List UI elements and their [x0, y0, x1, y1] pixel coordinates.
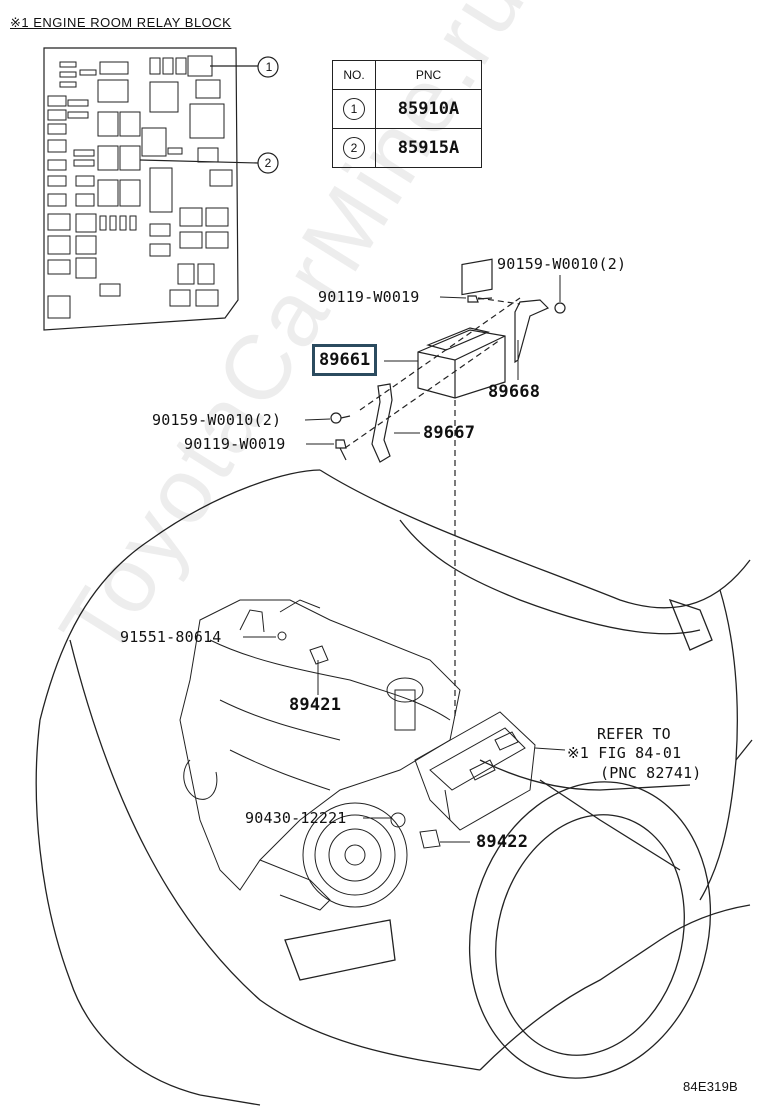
- car-body: [35, 469, 753, 1106]
- part-89668[interactable]: 89668: [488, 382, 541, 402]
- col-pnc-header: PNC: [375, 60, 482, 90]
- ecu-89661: [417, 258, 506, 399]
- figure-code: 84E319B: [683, 1079, 738, 1094]
- part-90119-top[interactable]: 90119-W0019: [318, 288, 420, 306]
- part-91551[interactable]: 91551-80614: [120, 628, 222, 646]
- bracket-89667: [371, 383, 393, 463]
- callout-1-circle: [257, 56, 279, 78]
- part-90159-top[interactable]: 90159-W0010(2): [497, 255, 627, 273]
- leader-lines: [243, 275, 566, 843]
- row-number-circle: 2: [343, 137, 365, 159]
- callout-2-label: 2: [264, 156, 272, 170]
- refer-line-3: (PNC 82741): [600, 764, 702, 782]
- callout-2-leader: [139, 159, 259, 164]
- bolt-icons: [330, 295, 566, 461]
- relay-block-outline: [43, 47, 239, 331]
- part-90119-left[interactable]: 90119-W0019: [184, 435, 286, 453]
- table-row: 1 85910A: [332, 89, 482, 129]
- part-89667[interactable]: 89667: [423, 423, 476, 443]
- alignment-lines: [344, 297, 521, 720]
- refer-line-1: REFER TO: [597, 725, 671, 743]
- part-90159-left[interactable]: 90159-W0010(2): [152, 411, 282, 429]
- relay-block-title: ※1 ENGINE ROOM RELAY BLOCK: [10, 15, 232, 30]
- part-89422[interactable]: 89422: [476, 832, 529, 852]
- pnc-table-header: NO. PNC: [332, 60, 482, 90]
- pnc-value[interactable]: 85910A: [375, 89, 482, 129]
- part-90430[interactable]: 90430-12221: [245, 809, 347, 827]
- bracket-89668: [514, 299, 550, 364]
- part-89421[interactable]: 89421: [289, 695, 342, 715]
- callout-2-circle: [257, 152, 279, 174]
- col-no-header: NO.: [332, 60, 376, 90]
- row-number-circle: 1: [343, 98, 365, 120]
- part-89661-highlighted[interactable]: 89661: [312, 344, 378, 376]
- pnc-table: NO. PNC 1 85910A 2 85915A: [332, 60, 482, 168]
- relay-block-components: [47, 55, 233, 319]
- engine-assembly: [179, 599, 536, 911]
- table-row: 2 85915A: [332, 128, 482, 168]
- pnc-value[interactable]: 85915A: [375, 128, 482, 168]
- refer-line-2[interactable]: ※1 FIG 84-01: [567, 744, 682, 762]
- callout-1-label: 1: [265, 60, 273, 74]
